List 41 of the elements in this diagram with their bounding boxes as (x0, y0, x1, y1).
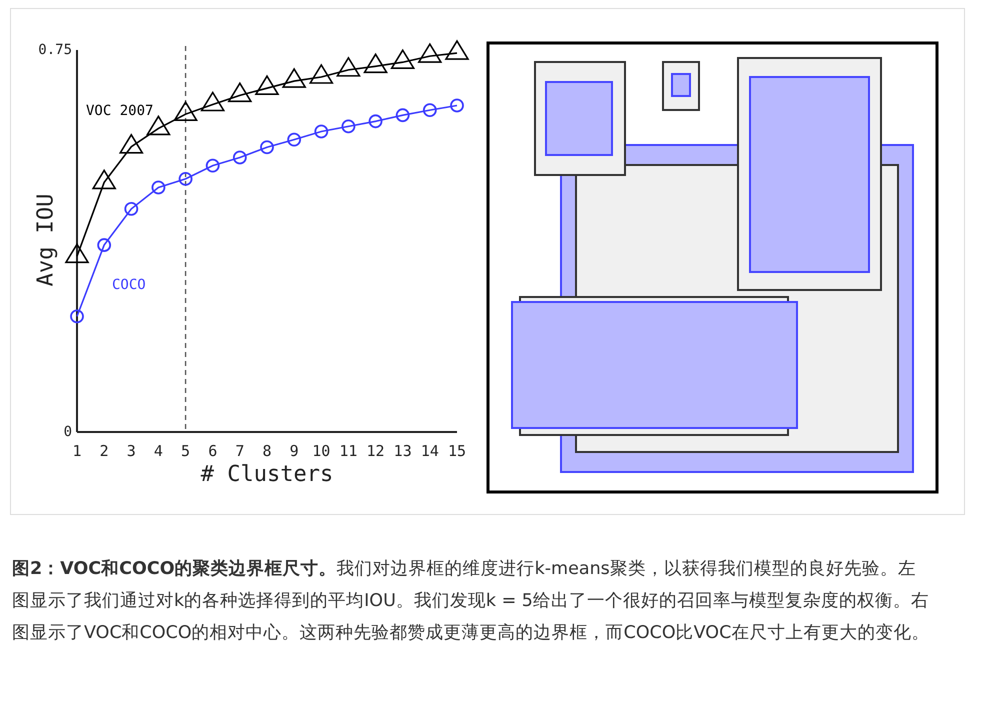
point (309, 64, 334, 84)
point (178, 172, 192, 186)
point (152, 180, 166, 194)
tick-label: 5 (181, 442, 190, 460)
axis-title: Avg IOU (34, 194, 58, 286)
point (206, 158, 220, 173)
caption: 图2：VOC和COCO的聚类边界框尺寸。我们对边界框的维度进行k-means聚类，以获得我们模型的良好先验。左图显示了我们通过对k的各种选择得到的平均IOU。我们发现k = 5给出了一个很好的召回率与模型复杂度的权衡。右图显示了VOC和COCO的相对中心。这两种先验都赞成更薄更高的边界框，而COCO比VOC在尺寸上有更大的变化。 (12, 558, 930, 645)
tick-label: 13 (394, 442, 412, 460)
tick-label: 4 (154, 442, 163, 460)
point (200, 92, 225, 112)
tick-label: 1 (72, 442, 82, 460)
tick-label: 7 (235, 442, 244, 460)
point (364, 54, 388, 74)
series-label: VOC 2007 (86, 103, 154, 119)
point (260, 140, 274, 154)
tick-label: 12 (366, 442, 385, 460)
tick-label: 9 (290, 442, 299, 460)
point (282, 68, 306, 88)
point (146, 116, 170, 136)
point (174, 101, 198, 121)
tick-label: 0.75 (38, 42, 72, 58)
point (255, 75, 279, 95)
point (445, 40, 469, 60)
point (124, 202, 138, 216)
tick-label: 10 (312, 442, 330, 460)
point (418, 43, 442, 63)
tick-label: 3 (126, 442, 136, 460)
tick-label: 15 (448, 442, 466, 460)
point (232, 150, 247, 164)
series-label: COCO (112, 277, 146, 293)
point (228, 82, 252, 102)
tick-label: 6 (208, 442, 218, 460)
tick-label: 11 (339, 442, 358, 460)
point (97, 238, 112, 252)
point (390, 49, 415, 70)
axis-title: # Clusters (200, 462, 334, 487)
tick-label: 8 (262, 442, 272, 460)
point (336, 57, 360, 77)
tick-label: 0 (64, 424, 72, 440)
tick-label: 2 (100, 442, 109, 460)
tick-label: 14 (420, 442, 439, 460)
